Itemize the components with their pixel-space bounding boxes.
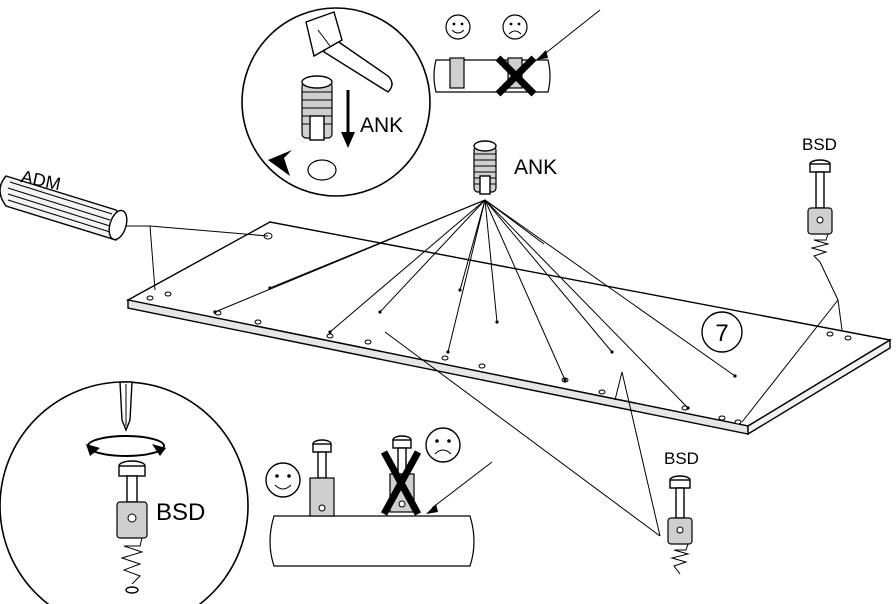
ank-install-detail-circle [241, 7, 431, 197]
bsd-bottom-right-label: BSD [664, 449, 699, 468]
rotate-arrow-icon [86, 435, 166, 457]
bsd-position-comparison [265, 427, 493, 567]
insert-direction-arrow-icon [341, 90, 355, 148]
bsd-bottom-leader-lines [384, 331, 661, 537]
step-number: 7 [715, 320, 728, 347]
smiley-sad-icon [502, 14, 528, 40]
bsd-correct-icon [309, 439, 335, 517]
ank-cam-fitting-icon [473, 140, 497, 195]
bsd-top-leader-lines [741, 261, 843, 423]
panel-board [125, 221, 892, 436]
bsd-connector-bolt-icon-top [807, 159, 833, 263]
ank-leader-dots [213, 286, 737, 410]
smiley-happy-icon [265, 462, 301, 498]
screwdriver-icon [119, 381, 133, 432]
ank-detail-label: ANK [360, 114, 403, 137]
bsd-connector-bolt-detail-icon [116, 460, 148, 594]
hammer-icon [305, 11, 393, 93]
ank-main-label: ANK [514, 156, 557, 179]
bsd-top-right-label: BSD [802, 135, 837, 154]
bsd-install-detail-circle [0, 381, 249, 604]
smiley-happy-icon [445, 14, 471, 40]
position-marker-icon [268, 150, 292, 176]
cross-mark-icon [495, 55, 537, 97]
bsd-detail-label: BSD [156, 499, 205, 526]
bsd-connector-bolt-icon-bottom [667, 475, 693, 575]
cross-mark-icon [380, 450, 422, 516]
smiley-sad-icon [425, 427, 461, 463]
step-number-badge: 7 [701, 311, 743, 353]
ank-depth-comparison [433, 9, 601, 97]
ank-leader-lines [214, 199, 736, 409]
ank-fitting-detail-icon [301, 75, 333, 141]
adm-glue-dowel-icon [0, 175, 128, 241]
